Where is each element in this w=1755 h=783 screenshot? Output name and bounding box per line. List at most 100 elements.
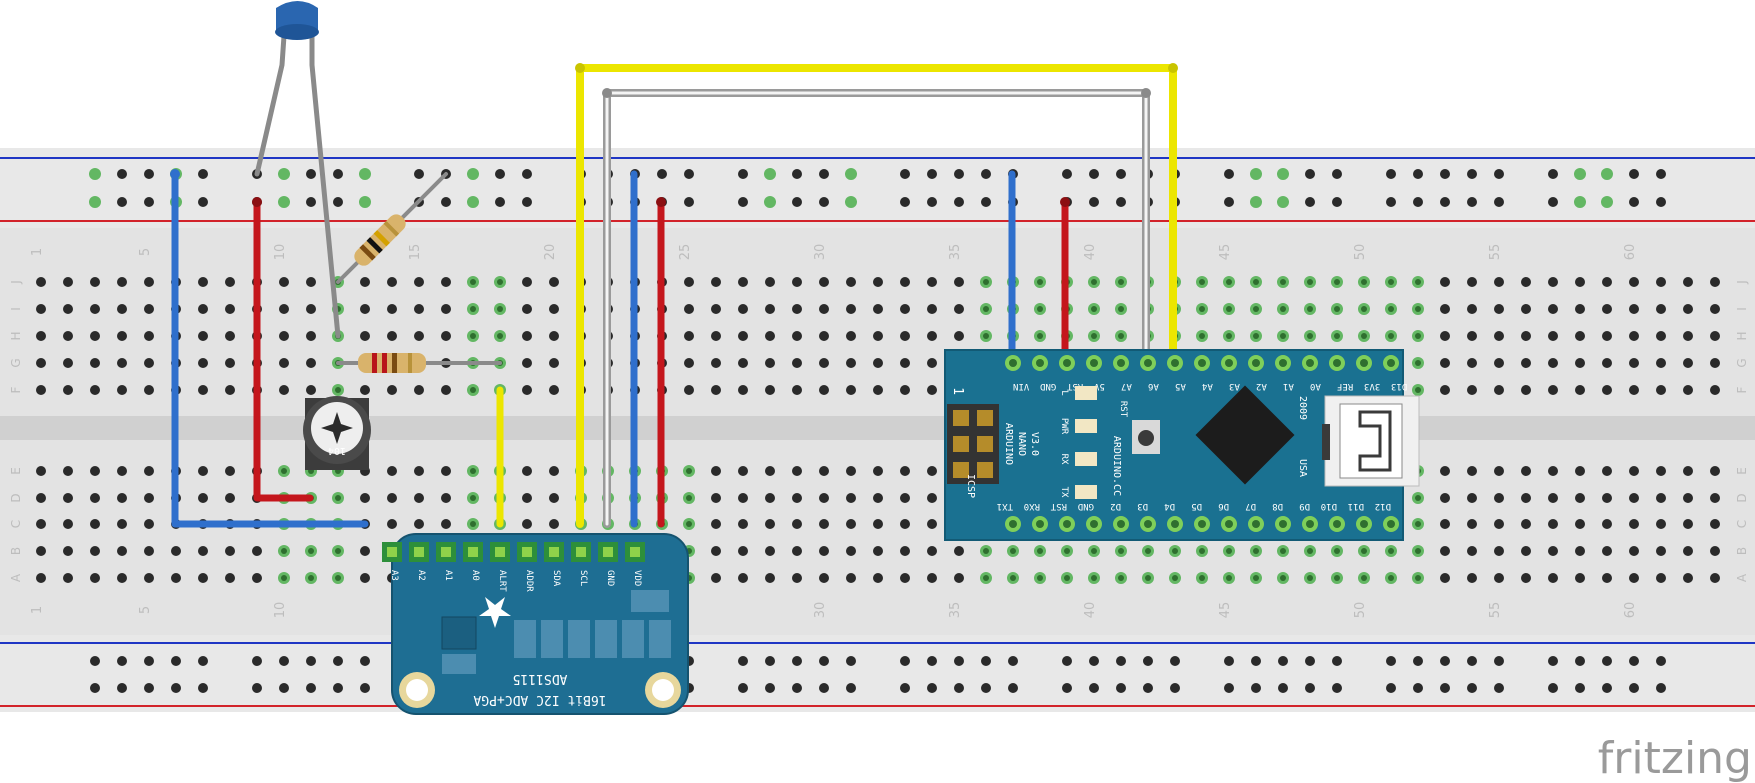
breadboard-hole — [36, 519, 46, 529]
breadboard-hole — [684, 358, 694, 368]
breadboard-hole — [414, 304, 424, 314]
rail-hole — [441, 197, 451, 207]
breadboard-hole — [441, 277, 451, 287]
rail-hole — [278, 168, 290, 180]
rail-hole — [1250, 196, 1262, 208]
breadboard-hole — [441, 304, 451, 314]
breadboard-hole — [738, 277, 748, 287]
breadboard-hole — [738, 493, 748, 503]
rail-hole — [819, 683, 829, 693]
breadboard-hole — [198, 385, 208, 395]
breadboard-hole — [522, 385, 532, 395]
breadboard-hole — [117, 573, 127, 583]
rail-hole — [981, 197, 991, 207]
rail-hole — [846, 656, 856, 666]
breadboard-hole — [927, 331, 937, 341]
breadboard-hole — [225, 546, 235, 556]
breadboard-hole — [1683, 546, 1693, 556]
arduino-name-line1: ARDUINO — [1003, 423, 1014, 465]
breadboard-hole — [927, 277, 937, 287]
row-letter: E — [9, 467, 23, 475]
reset-button-cap — [1138, 430, 1154, 446]
rail-hole — [819, 169, 829, 179]
breadboard-hole — [1467, 331, 1477, 341]
rail-hole — [1089, 683, 1099, 693]
ads-subtitle: 16Bit I2C ADC+PGA — [473, 692, 606, 707]
breadboard-hole — [549, 358, 559, 368]
website-label: ARDUINO.CC — [1111, 436, 1122, 496]
ads-title: ADS1115 — [513, 671, 568, 686]
column-number: 15 — [408, 244, 423, 261]
rail-hole — [306, 197, 316, 207]
rail-hole — [306, 169, 316, 179]
row-letter: C — [9, 520, 23, 528]
breadboard-hole — [1683, 519, 1693, 529]
row-letter: I — [9, 307, 23, 311]
breadboard-hole — [1494, 466, 1504, 476]
breadboard-hole — [279, 331, 289, 341]
row-letter: I — [1735, 307, 1749, 311]
rail-hole — [1062, 169, 1072, 179]
breadboard-hole — [1494, 546, 1504, 556]
breadboard-hole — [1602, 493, 1612, 503]
breadboard-hole — [1575, 573, 1585, 583]
ads-component — [622, 620, 644, 658]
breadboard-hole — [792, 466, 802, 476]
rail-hole — [306, 656, 316, 666]
breadboard-hole — [927, 466, 937, 476]
wire-end-yellow — [1168, 63, 1178, 73]
nano-pin-label: RX0 — [1024, 501, 1040, 511]
pin1-marker: 1 — [950, 387, 965, 395]
breadboard-hole — [1629, 546, 1639, 556]
rail-hole — [954, 197, 964, 207]
breadboard-hole — [144, 573, 154, 583]
breadboard-hole — [900, 331, 910, 341]
breadboard-hole — [1521, 304, 1531, 314]
breadboard-hole — [36, 466, 46, 476]
rail-hole — [1332, 169, 1342, 179]
breadboard-hole — [1602, 358, 1612, 368]
breadboard-hole — [1710, 331, 1720, 341]
breadboard-hole — [846, 573, 856, 583]
breadboard-hole — [711, 519, 721, 529]
rail-hole — [252, 683, 262, 693]
rail-hole — [333, 683, 343, 693]
breadboard-hole — [738, 573, 748, 583]
breadboard-hole — [144, 358, 154, 368]
rail-hole — [1305, 197, 1315, 207]
breadboard-hole — [414, 466, 424, 476]
nano-pin-label: D13 — [1391, 381, 1407, 391]
trimmer-potentiometer: 104 — [303, 396, 371, 470]
breadboard-hole — [738, 546, 748, 556]
rail-hole — [1548, 169, 1558, 179]
breadboard-hole — [1440, 277, 1450, 287]
breadboard-hole — [792, 385, 802, 395]
breadboard-hole — [1629, 466, 1639, 476]
icsp-pin — [977, 436, 993, 452]
breadboard-hole — [873, 493, 883, 503]
breadboard-hole — [171, 546, 181, 556]
breadboard-hole — [63, 493, 73, 503]
column-number: 5 — [138, 606, 153, 614]
row-letter: J — [9, 280, 23, 285]
breadboard-hole — [1656, 331, 1666, 341]
breadboard-hole — [1467, 493, 1477, 503]
row-letter: F — [1735, 386, 1749, 393]
column-number: 1 — [30, 606, 45, 614]
breadboard-hole — [954, 331, 964, 341]
breadboard-hole — [738, 358, 748, 368]
rail-hole — [1332, 656, 1342, 666]
rail-hole — [819, 197, 829, 207]
row-letter: B — [1735, 547, 1749, 555]
breadboard-labels: 1155101015152020252530303535404045455050… — [9, 244, 1749, 619]
breadboard-hole — [306, 277, 316, 287]
rail-hole — [900, 683, 910, 693]
rail-hole — [1413, 169, 1423, 179]
breadboard-hole — [63, 358, 73, 368]
breadboard-hole — [819, 358, 829, 368]
nano-pin-label: A0 — [1310, 381, 1321, 391]
wire-yellow-sda — [576, 64, 1177, 528]
rail-hole — [1062, 683, 1072, 693]
row-letter: G — [1735, 358, 1749, 367]
breadboard-hole — [522, 304, 532, 314]
